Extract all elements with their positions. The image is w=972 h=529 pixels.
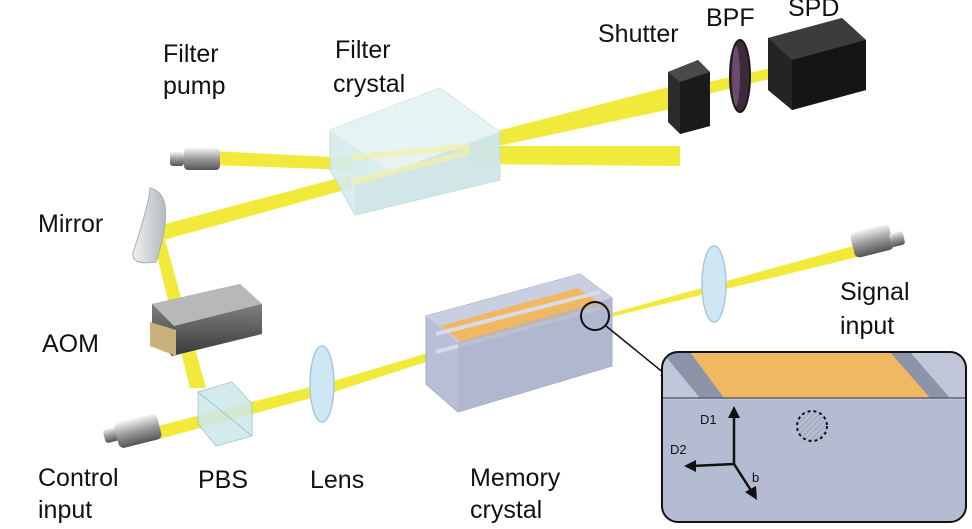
label-memory-crystal-line1: Memory bbox=[470, 464, 561, 492]
bandpass-filter bbox=[729, 39, 751, 113]
single-photon-detector bbox=[768, 18, 866, 110]
label-lens: Lens bbox=[310, 466, 364, 494]
label-aom: AOM bbox=[42, 330, 99, 358]
inset-zoom: D1 D2 b bbox=[661, 351, 967, 523]
inset-focus-spot bbox=[796, 410, 828, 442]
label-filter-pump-line1: Filter bbox=[163, 40, 219, 68]
axes-icon bbox=[684, 406, 757, 500]
pbs bbox=[197, 381, 253, 447]
signal-lens bbox=[701, 245, 727, 323]
beam-signal-input bbox=[594, 244, 862, 320]
label-control-input-line1: Control bbox=[38, 464, 119, 492]
label-signal-input-line1: Signal bbox=[840, 278, 910, 306]
beam-to-shutter bbox=[470, 86, 676, 152]
label-memory-crystal-line2: crystal bbox=[470, 496, 542, 524]
aom bbox=[150, 284, 262, 356]
label-signal-input-line2: input bbox=[840, 312, 894, 340]
axis-label-d1: D1 bbox=[700, 412, 717, 427]
filter-pump-fiber bbox=[170, 148, 220, 170]
lens bbox=[309, 345, 335, 423]
shutter bbox=[668, 60, 710, 134]
beam-filter-output bbox=[470, 146, 680, 166]
beam-mirror-to-filter bbox=[150, 175, 352, 242]
control-input-fiber bbox=[103, 414, 162, 448]
label-spd: SPD bbox=[788, 0, 839, 22]
beam-filter-pump bbox=[212, 151, 352, 170]
axis-label-d2: D2 bbox=[670, 442, 687, 457]
signal-input-fiber bbox=[850, 224, 905, 258]
label-filter-crystal-line1: Filter bbox=[335, 36, 391, 64]
label-control-input-line2: input bbox=[38, 496, 92, 524]
label-filter-crystal-line2: crystal bbox=[333, 70, 405, 98]
filter-crystal bbox=[329, 87, 501, 216]
label-filter-pump-line2: pump bbox=[163, 72, 226, 100]
label-bpf: BPF bbox=[706, 4, 755, 32]
memory-crystal bbox=[425, 273, 613, 413]
axis-label-b: b bbox=[752, 470, 759, 485]
label-pbs: PBS bbox=[198, 466, 248, 494]
beam-lens-to-memory bbox=[330, 350, 438, 392]
mirror bbox=[132, 187, 167, 264]
label-shutter: Shutter bbox=[598, 20, 679, 48]
label-mirror: Mirror bbox=[38, 210, 103, 238]
